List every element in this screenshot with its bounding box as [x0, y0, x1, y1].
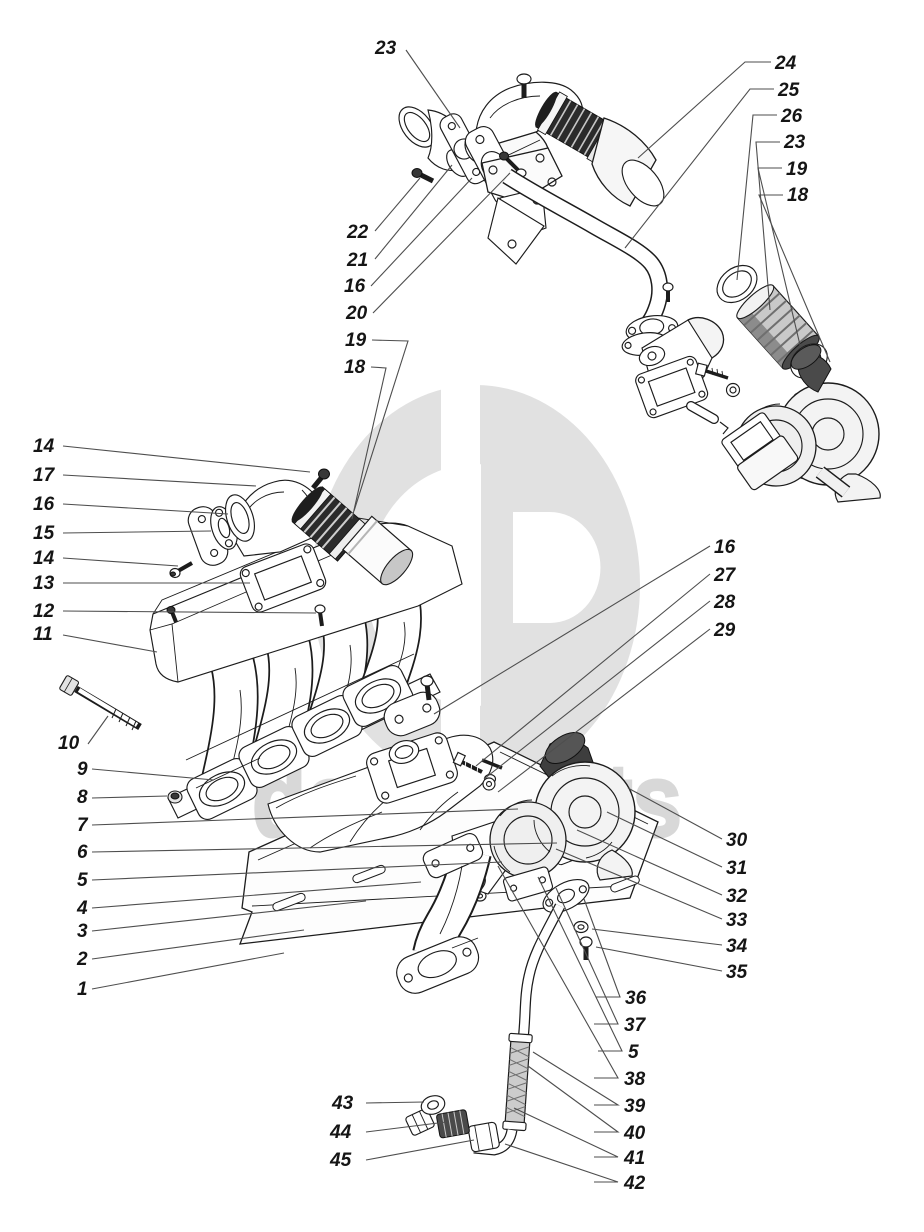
svg-text:32: 32 [726, 886, 748, 907]
svg-text:24: 24 [774, 53, 797, 74]
svg-text:5: 5 [628, 1042, 639, 1063]
svg-text:34: 34 [726, 936, 748, 957]
svg-text:40: 40 [623, 1123, 646, 1144]
svg-text:28: 28 [713, 592, 736, 613]
svg-text:9: 9 [77, 759, 88, 780]
svg-text:11: 11 [33, 624, 53, 645]
svg-text:44: 44 [329, 1122, 352, 1143]
svg-text:7: 7 [77, 815, 89, 836]
svg-text:21: 21 [346, 250, 368, 271]
svg-text:5: 5 [77, 870, 88, 891]
svg-text:22: 22 [346, 222, 369, 243]
svg-text:1: 1 [77, 979, 88, 1000]
svg-text:31: 31 [726, 858, 747, 879]
svg-text:2: 2 [76, 949, 88, 970]
svg-text:12: 12 [33, 601, 55, 622]
svg-text:38: 38 [624, 1069, 646, 1090]
svg-text:15: 15 [33, 523, 55, 544]
svg-text:14: 14 [33, 548, 55, 569]
svg-text:33: 33 [726, 910, 748, 931]
svg-text:45: 45 [329, 1150, 352, 1171]
svg-text:16: 16 [714, 537, 736, 558]
svg-text:23: 23 [374, 38, 397, 59]
svg-text:30: 30 [726, 830, 748, 851]
svg-text:19: 19 [345, 330, 367, 351]
svg-text:23: 23 [783, 132, 806, 153]
svg-text:17: 17 [33, 465, 56, 486]
svg-text:26: 26 [780, 106, 803, 127]
svg-text:41: 41 [623, 1148, 645, 1169]
svg-text:29: 29 [713, 620, 736, 641]
svg-text:16: 16 [344, 276, 366, 297]
svg-text:43: 43 [331, 1093, 354, 1114]
svg-text:18: 18 [787, 185, 809, 206]
svg-text:35: 35 [726, 962, 748, 983]
svg-text:10: 10 [58, 733, 80, 754]
svg-text:27: 27 [713, 565, 737, 586]
svg-text:6: 6 [77, 842, 88, 863]
svg-text:37: 37 [624, 1015, 647, 1036]
svg-text:16: 16 [33, 494, 55, 515]
svg-text:36: 36 [625, 988, 647, 1009]
svg-text:18: 18 [344, 357, 366, 378]
svg-text:4: 4 [76, 898, 88, 919]
svg-text:14: 14 [33, 436, 55, 457]
svg-text:39: 39 [624, 1096, 646, 1117]
svg-text:3: 3 [77, 921, 88, 942]
svg-text:8: 8 [77, 787, 88, 808]
svg-text:20: 20 [345, 303, 368, 324]
svg-text:19: 19 [786, 159, 808, 180]
svg-text:25: 25 [777, 80, 800, 101]
svg-text:42: 42 [623, 1173, 646, 1194]
svg-text:13: 13 [33, 573, 55, 594]
